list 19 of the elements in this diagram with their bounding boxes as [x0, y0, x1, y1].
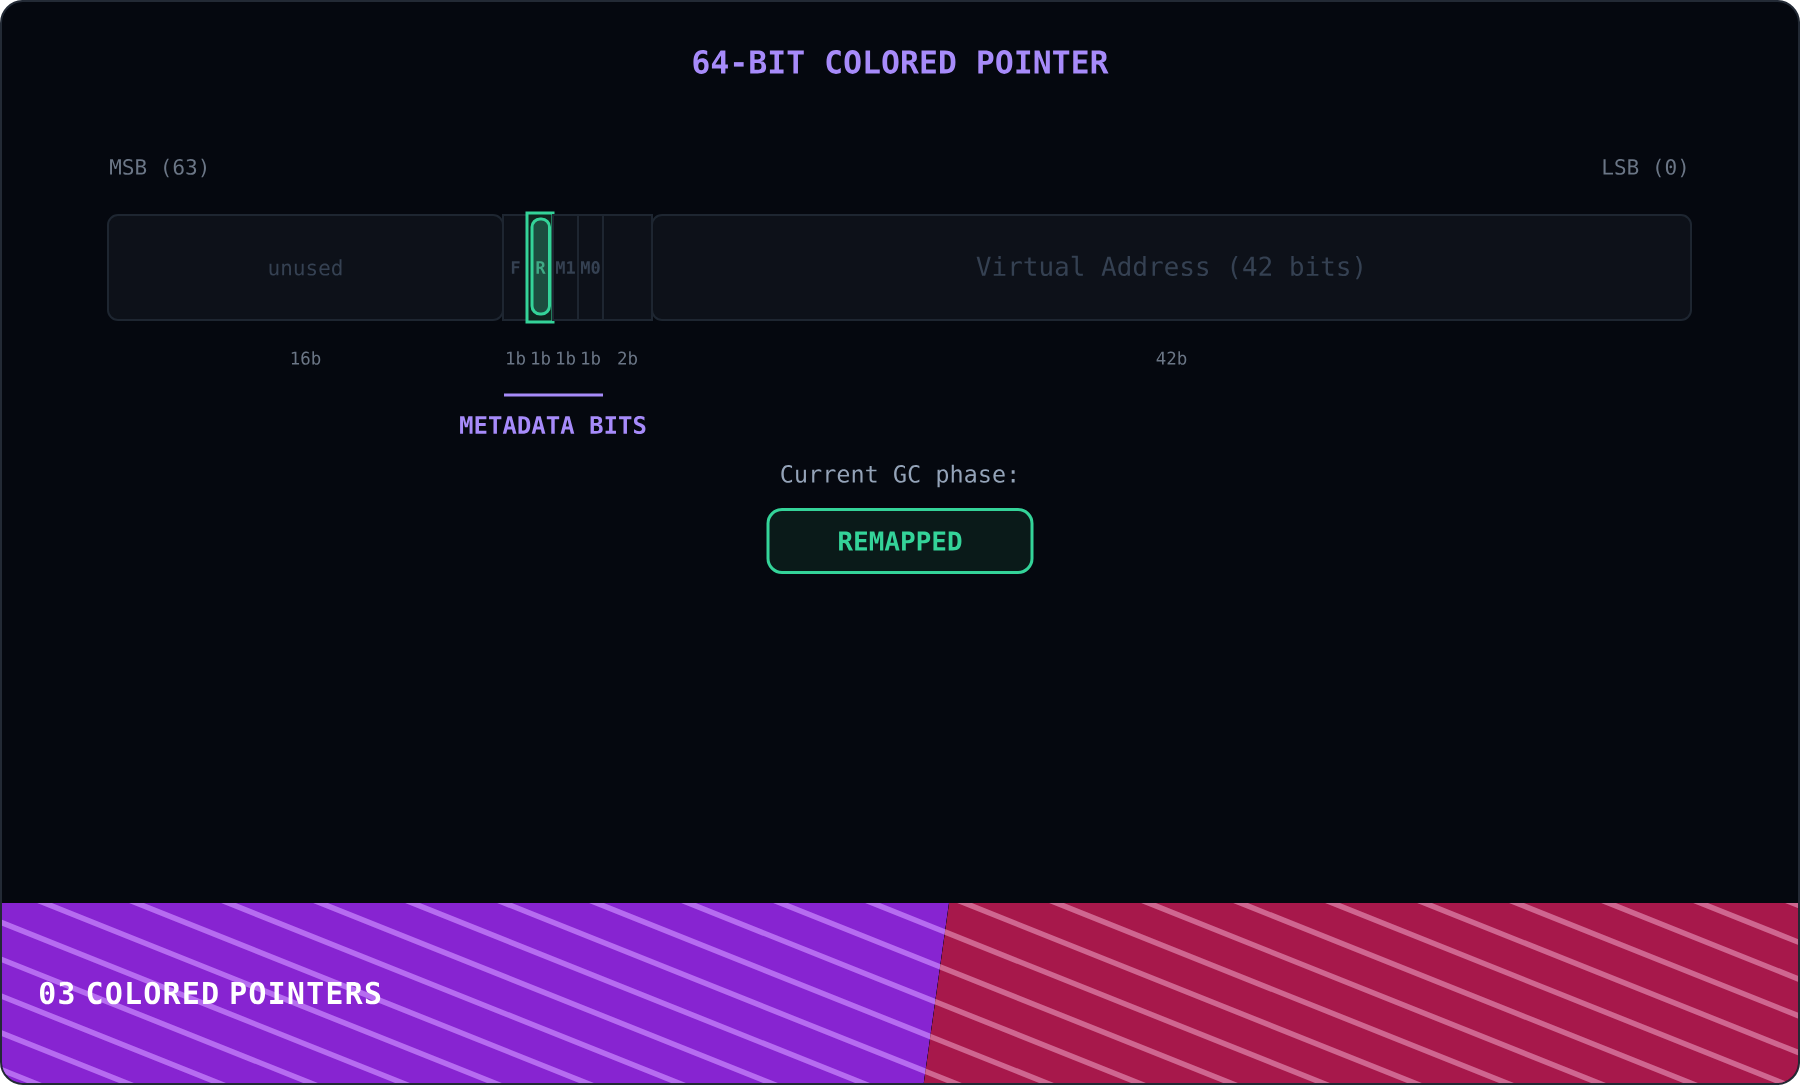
bit-width-label: 1b: [507, 351, 525, 365]
status-badge: REMAPPED: [766, 508, 1034, 574]
title: 64-BIT COLORED POINTER: [693, 50, 1109, 74]
bit-width-label: 2b: [618, 351, 637, 365]
highlighted-bit-field: R: [525, 211, 555, 324]
bit-width-label: 1b: [532, 351, 550, 365]
bit-width-label: 16b: [291, 351, 321, 365]
bit-width-label: 42b: [1156, 351, 1187, 365]
bit-field-box: M0: [577, 214, 604, 321]
bit-position-label: LSB (0): [1603, 158, 1686, 178]
bit-field-box: M1: [552, 214, 579, 321]
bit-position-label: MSB (63): [110, 158, 206, 178]
bit-field-box: [602, 214, 653, 321]
bit-field-box: F: [502, 214, 529, 321]
banner: 03 COLORED POINTERS: [2, 903, 1798, 1083]
group-label: METADATA BITS: [460, 415, 646, 435]
badge-label: Current GC phase:: [781, 464, 1015, 488]
bit-width-label: 1b: [557, 351, 575, 365]
bit-width-label: 1b: [582, 351, 600, 365]
